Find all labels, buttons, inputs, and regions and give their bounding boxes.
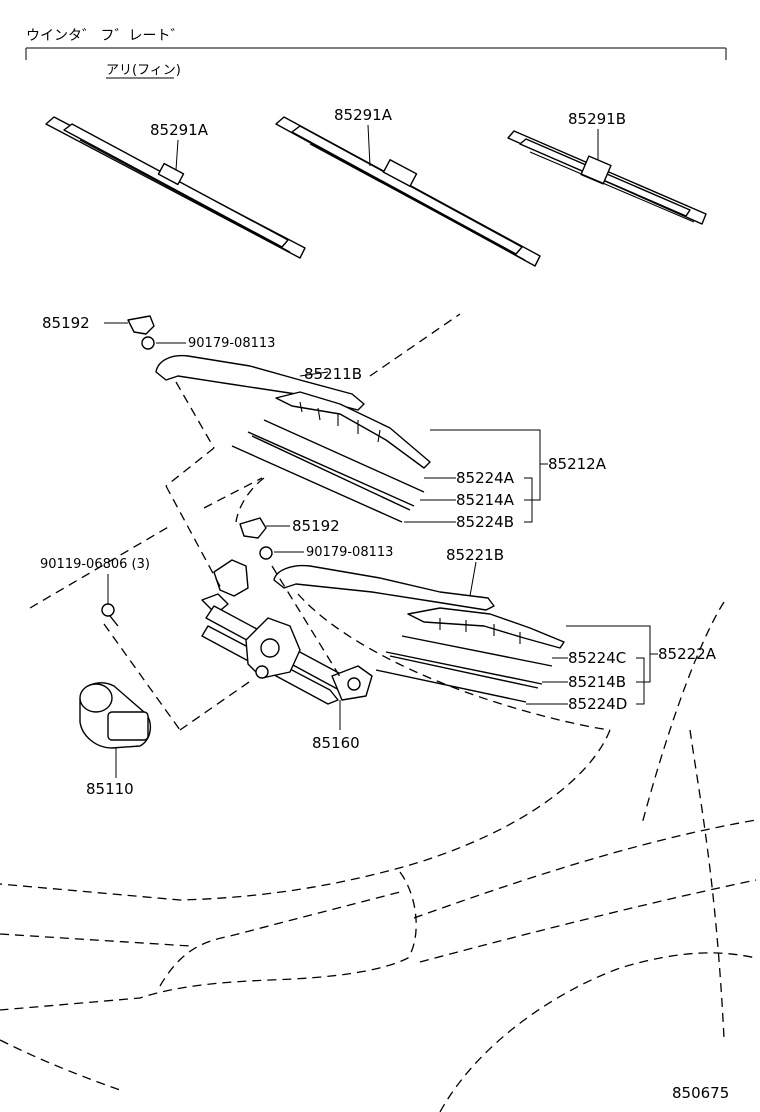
- svg-text:85192: 85192: [42, 314, 90, 332]
- svg-text:85291A: 85291A: [150, 121, 209, 139]
- blade-assembly-2: [375, 607, 565, 703]
- blade-assembly-1: [231, 391, 431, 523]
- svg-text:85291A: 85291A: [334, 106, 393, 124]
- svg-text:85192: 85192: [292, 517, 340, 535]
- nut-middle: 90179-08113: [259, 545, 393, 560]
- svg-text:85110: 85110: [86, 780, 134, 798]
- svg-text:90179-08113: 90179-08113: [306, 545, 393, 560]
- bolt: 90119-06806 (3): [40, 557, 150, 627]
- section-title: ウインタ゛ フ゛レート゛: [26, 28, 184, 44]
- svg-text:85224C: 85224C: [568, 649, 626, 667]
- svg-text:85291B: 85291B: [568, 110, 626, 128]
- svg-text:90119-06806 (3): 90119-06806 (3): [40, 557, 150, 572]
- header: ウインタ゛ フ゛レート゛ アリ(フィン): [25, 28, 727, 79]
- wiper-link-assembly: 85160: [201, 559, 373, 752]
- wiper-blade-2: [275, 116, 541, 267]
- svg-text:85224B: 85224B: [456, 513, 514, 531]
- svg-text:85211B: 85211B: [304, 365, 362, 383]
- svg-text:85160: 85160: [312, 734, 360, 752]
- blade-callouts: 85291A 85291A 85291B: [150, 106, 626, 171]
- svg-text:85222A: 85222A: [658, 645, 717, 663]
- dashed-reference-lines: [29, 313, 611, 731]
- nut-upper: 90179-08113: [141, 336, 275, 351]
- cap-upper: 85192: [42, 314, 155, 335]
- svg-text:85212A: 85212A: [548, 455, 607, 473]
- svg-text:85224D: 85224D: [568, 695, 627, 713]
- cap-middle: 85192: [239, 517, 340, 539]
- svg-text:90179-08113: 90179-08113: [188, 336, 275, 351]
- figure-number: 850675: [672, 1084, 729, 1102]
- svg-text:85214A: 85214A: [456, 491, 515, 509]
- option-label: アリ(フィン): [106, 63, 181, 78]
- svg-text:85214B: 85214B: [568, 673, 626, 691]
- blade-assembly-2-callouts: 85224C 85214B 85224D 85222A: [526, 625, 717, 713]
- svg-text:85221B: 85221B: [446, 546, 504, 564]
- blade-assembly-1-callouts: 85224A 85214A 85224B 85212A: [404, 429, 607, 531]
- wiper-motor: 85110: [79, 682, 151, 798]
- wiper-blade-1: [45, 116, 306, 259]
- svg-text:85224A: 85224A: [456, 469, 515, 487]
- wiper-blade-3: [507, 130, 707, 225]
- wiper-arm-2: 85221B: [273, 546, 504, 611]
- vehicle-outline: [0, 601, 757, 1112]
